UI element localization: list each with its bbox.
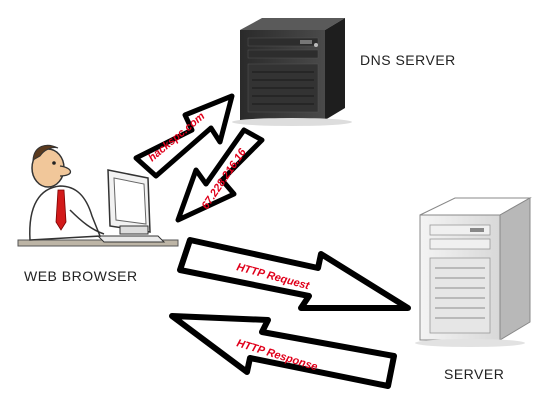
arrow-http-response: HTTP Response: [169, 313, 397, 389]
dns-server-label: DNS SERVER: [360, 52, 456, 68]
server-label: SERVER: [444, 366, 505, 382]
web-browser-label: WEB BROWSER: [24, 268, 138, 284]
user-at-computer-icon: [17, 144, 179, 247]
arrow-http-request: HTTP Request: [177, 237, 411, 311]
server-icon: [415, 197, 532, 347]
dns-server-icon: [232, 18, 352, 126]
